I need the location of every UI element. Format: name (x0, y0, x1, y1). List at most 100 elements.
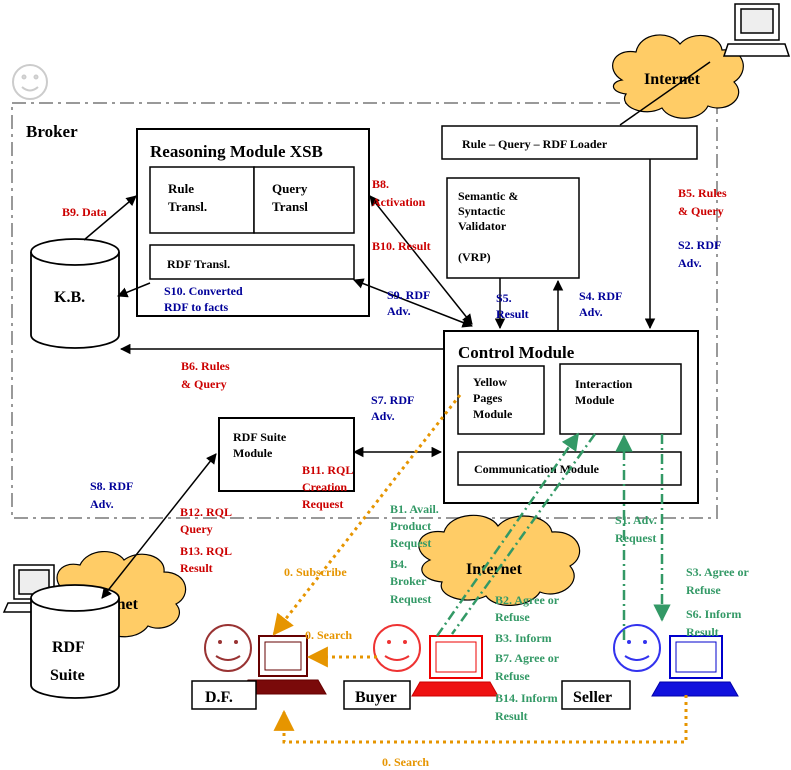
label-b11-3: Request (302, 497, 343, 511)
label-b2-1: B2. Agree or (495, 593, 560, 607)
label-b9: B9. Data (62, 205, 107, 219)
internet-top-label: Internet (644, 71, 701, 88)
label-s8-2: Adv. (90, 497, 114, 511)
label-b13-2: Result (180, 561, 213, 575)
rdf-transl-label: RDF Transl. (167, 257, 230, 271)
label-search-2: 0. Search (382, 755, 429, 769)
rdf-suite-line2: Suite (50, 667, 85, 684)
label-b1-1: B1. Avail. (390, 502, 439, 516)
rdf-suite-module-line2: Module (233, 446, 273, 460)
label-b5-1: B5. Rules (678, 186, 727, 200)
label-b8-1: B8. (372, 177, 389, 191)
label-s4-2: Adv. (579, 305, 603, 319)
seller-label-box (561, 680, 631, 710)
buyer-label: Buyer (355, 689, 397, 706)
df-label: D.F. (205, 689, 233, 706)
label-b4-1: B4. (390, 557, 407, 571)
internet-middle-label: Internet (466, 561, 523, 578)
yellow-pages-box (457, 365, 545, 435)
label-s6-1: S6. Inform (686, 607, 741, 621)
interaction-module-line2: Module (575, 393, 615, 407)
kb-label: K.B. (54, 289, 85, 306)
yellow-pages-line1: Yellow (473, 375, 507, 389)
validator-line3: Validator (458, 219, 507, 233)
label-b4-3: Request (390, 592, 431, 606)
label-subscribe: 0. Subscribe (284, 565, 347, 579)
broker-face-icon (12, 64, 48, 100)
communication-module-label: Communication Module (474, 462, 600, 476)
label-s10-1: S10. Converted (164, 284, 243, 298)
seller-label: Seller (573, 689, 612, 706)
label-s7-1: S7. RDF (371, 393, 414, 407)
label-s10-2: RDF to facts (164, 300, 229, 314)
label-b1-2: Product (390, 519, 431, 533)
kb-cylinder-icon (30, 238, 120, 349)
label-s3-1: S3. Agree or (686, 565, 749, 579)
query-transl-box (253, 166, 355, 234)
query-transl-line1: Query (272, 181, 308, 196)
label-s9-2: Adv. (387, 304, 411, 318)
rdf-suite-module-line1: RDF Suite (233, 430, 287, 444)
label-b6-1: B6. Rules (181, 359, 230, 373)
yellow-pages-line2: Pages (473, 391, 503, 405)
label-b12-1: B12. RQL (180, 505, 232, 519)
label-s7-2: Adv. (371, 409, 395, 423)
buyer-label-box (343, 680, 411, 710)
rule-transl-line2: Transl. (168, 199, 207, 214)
label-s9-1: S9. RDF (387, 288, 430, 302)
internet-cloud-middle-icon (418, 514, 581, 606)
rdf-suite-line1: RDF (52, 639, 85, 656)
label-b11-1: B11. RQL (302, 463, 353, 477)
label-b6-2: & Query (181, 377, 227, 391)
computer-top-icon (722, 3, 791, 57)
df-label-box (191, 680, 257, 710)
label-s2-1: S2. RDF (678, 238, 721, 252)
label-s5-2: Result (496, 307, 529, 321)
loader-label: Rule – Query – RDF Loader (462, 137, 608, 151)
rule-transl-line1: Rule (168, 181, 194, 196)
label-s8-1: S8. RDF (90, 479, 133, 493)
label-search-1: 0. Search (305, 628, 352, 642)
label-b13-1: B13. RQL (180, 544, 232, 558)
label-b14-2: Result (495, 709, 528, 723)
internet-cloud-top-icon (612, 34, 744, 119)
orange-arrows (272, 394, 688, 744)
label-b1-3: Request (390, 536, 431, 550)
validator-line1: Semantic & (458, 189, 518, 203)
control-module-title: Control Module (458, 343, 575, 362)
label-b5-2: & Query (678, 204, 724, 218)
interaction-module-line1: Interaction (575, 377, 633, 391)
label-b2-2: Refuse (495, 610, 530, 624)
validator-line4: (VRP) (458, 250, 491, 264)
label-b8-2: Activation (372, 195, 426, 209)
label-s6-2: Result (686, 625, 719, 639)
label-s5-1: S5. (496, 291, 512, 305)
label-b4-2: Broker (390, 574, 427, 588)
broker-label: Broker (26, 122, 78, 141)
black-arrows (83, 61, 711, 599)
yellow-pages-line3: Module (473, 407, 513, 421)
query-transl-line2: Transl (272, 199, 308, 214)
label-s1-1: S1. Adv. (615, 513, 657, 527)
reasoning-module-title: Reasoning Module XSB (150, 142, 323, 161)
seller-agent-icon (613, 624, 739, 697)
label-b3: B3. Inform (495, 631, 552, 645)
label-b11-2: Creation (302, 480, 347, 494)
label-b14-1: B14. Inform (495, 691, 558, 705)
label-s3-2: Refuse (686, 583, 721, 597)
label-s1-2: Request (615, 531, 656, 545)
rdf-suite-module-box (218, 417, 355, 492)
label-s4-1: S4. RDF (579, 289, 622, 303)
broker-frame (11, 102, 718, 519)
rule-transl-box (149, 166, 255, 234)
buyer-agent-icon (373, 624, 499, 697)
label-b12-2: Query (180, 522, 213, 536)
label-b10: B10. Result (372, 239, 431, 253)
label-s2-2: Adv. (678, 256, 702, 270)
label-b7-2: Refuse (495, 669, 530, 683)
rdf-transl-box (149, 244, 355, 280)
green-arrows (435, 432, 671, 640)
validator-line2: Syntactic (458, 204, 506, 218)
rdf-suite-cylinder-icon (30, 584, 120, 699)
